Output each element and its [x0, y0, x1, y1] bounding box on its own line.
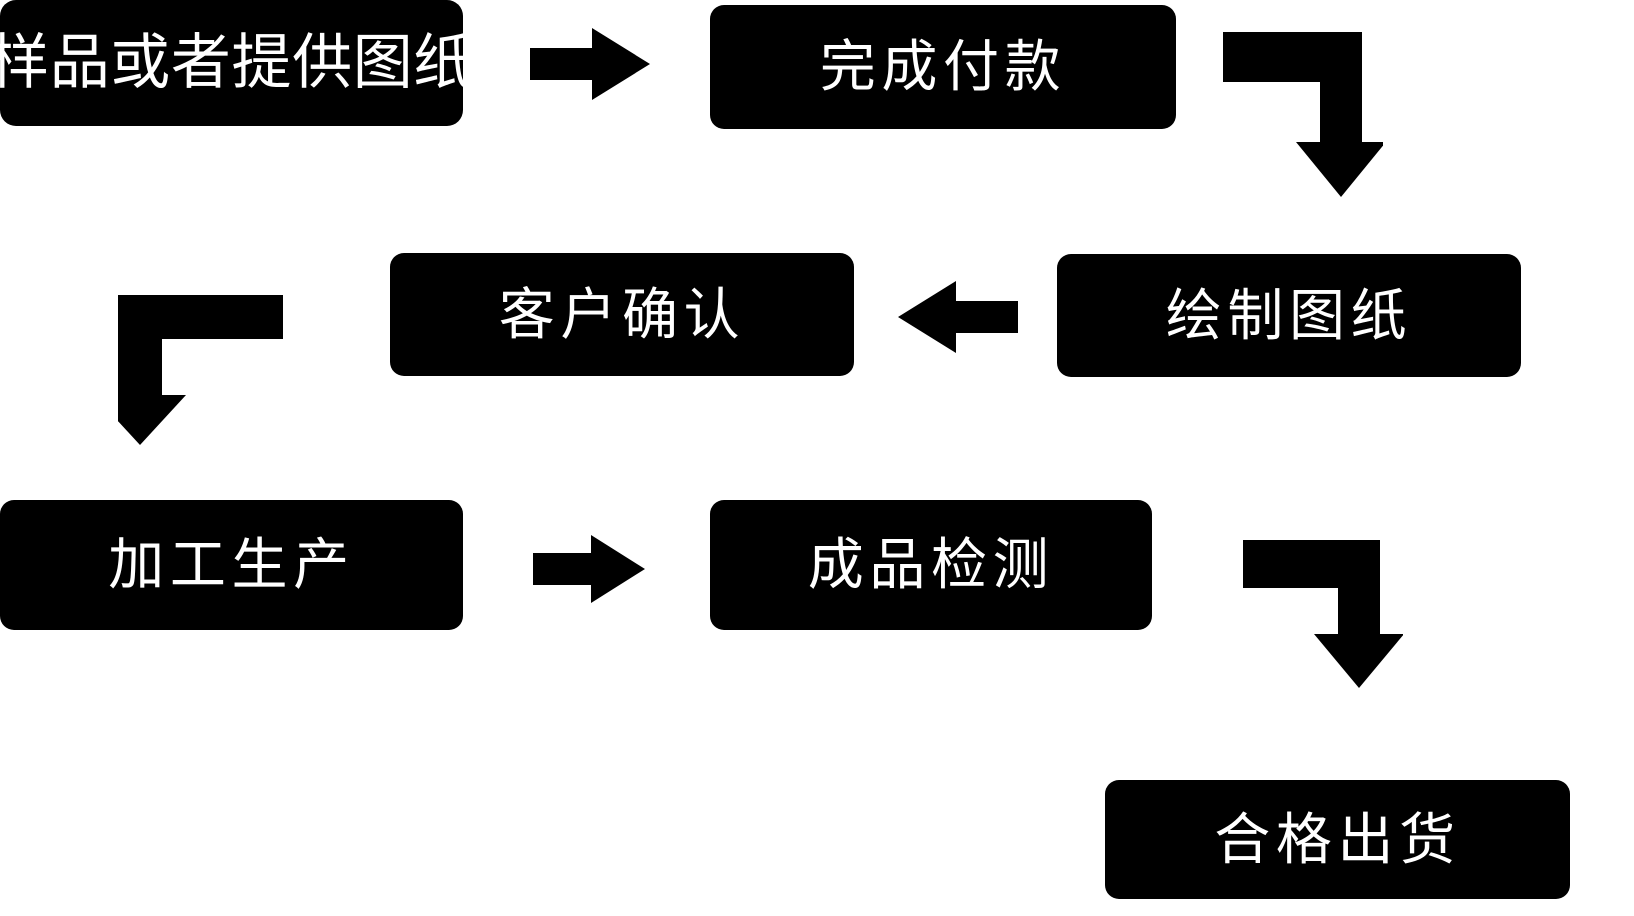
flow-node-shipment[interactable]: 合格出货 [1105, 780, 1570, 899]
flow-node-payment-label: 完成付款 [819, 35, 1067, 98]
flow-node-payment[interactable]: 完成付款 [710, 5, 1176, 129]
flow-node-inspection[interactable]: 成品检测 [710, 500, 1152, 630]
flow-node-sample[interactable]: 样品或者提供图纸 [0, 0, 473, 126]
flow-node-production[interactable]: 加工生产 [0, 500, 463, 630]
flow-node-inspection-label: 成品检测 [807, 533, 1055, 596]
arrow-right-icon [530, 28, 650, 100]
flow-node-sample-label: 样品或者提供图纸 [0, 29, 474, 96]
arrow-elbow-right-down-icon [1243, 540, 1403, 688]
arrow-elbow-right-down-icon [1223, 32, 1383, 197]
arrow-elbow-left-down-icon [118, 295, 283, 445]
arrow-right-icon [533, 535, 645, 603]
flow-node-production-label: 加工生产 [108, 533, 355, 596]
flow-node-draw-label: 绘制图纸 [1165, 283, 1413, 347]
flow-node-confirm[interactable]: 客户确认 [390, 253, 854, 376]
arrow-left-icon [898, 281, 1018, 353]
flow-node-draw[interactable]: 绘制图纸 [1057, 254, 1521, 377]
flow-node-shipment-label: 合格出货 [1214, 807, 1461, 871]
flow-node-confirm-label: 客户确认 [498, 282, 746, 346]
